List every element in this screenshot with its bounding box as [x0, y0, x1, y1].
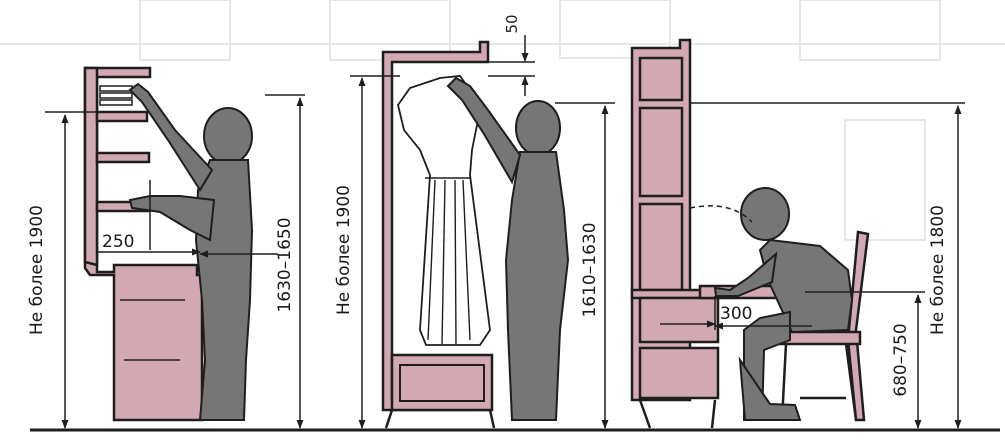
left-dimension-lines	[45, 94, 305, 429]
middle-top-label: 50	[503, 14, 521, 33]
right-vertical-label: Не более 1800	[928, 205, 948, 335]
right-desk-height-label: 680–750	[891, 323, 911, 396]
background-ghost-lines	[0, 0, 1005, 241]
plates-stack-icon	[99, 85, 133, 106]
middle-standing-person	[446, 76, 570, 421]
left-shelving-unit	[83, 66, 204, 422]
seated-person	[713, 187, 854, 421]
right-depth-label: 300	[720, 304, 752, 324]
middle-reach-label: 1610–1630	[580, 222, 600, 317]
right-dimension-lines	[660, 102, 965, 429]
left-depth-label: 250	[102, 232, 134, 252]
chair-icon	[776, 230, 870, 422]
wardrobe-unit	[381, 40, 496, 429]
left-reach-label: 1630–1650	[275, 217, 295, 312]
secretary-desk-unit	[630, 38, 807, 429]
left-standing-person	[128, 82, 254, 421]
middle-dimension-lines	[350, 35, 615, 429]
middle-vertical-label: Не более 1900	[334, 185, 354, 315]
left-vertical-label: Не более 1900	[27, 205, 47, 335]
